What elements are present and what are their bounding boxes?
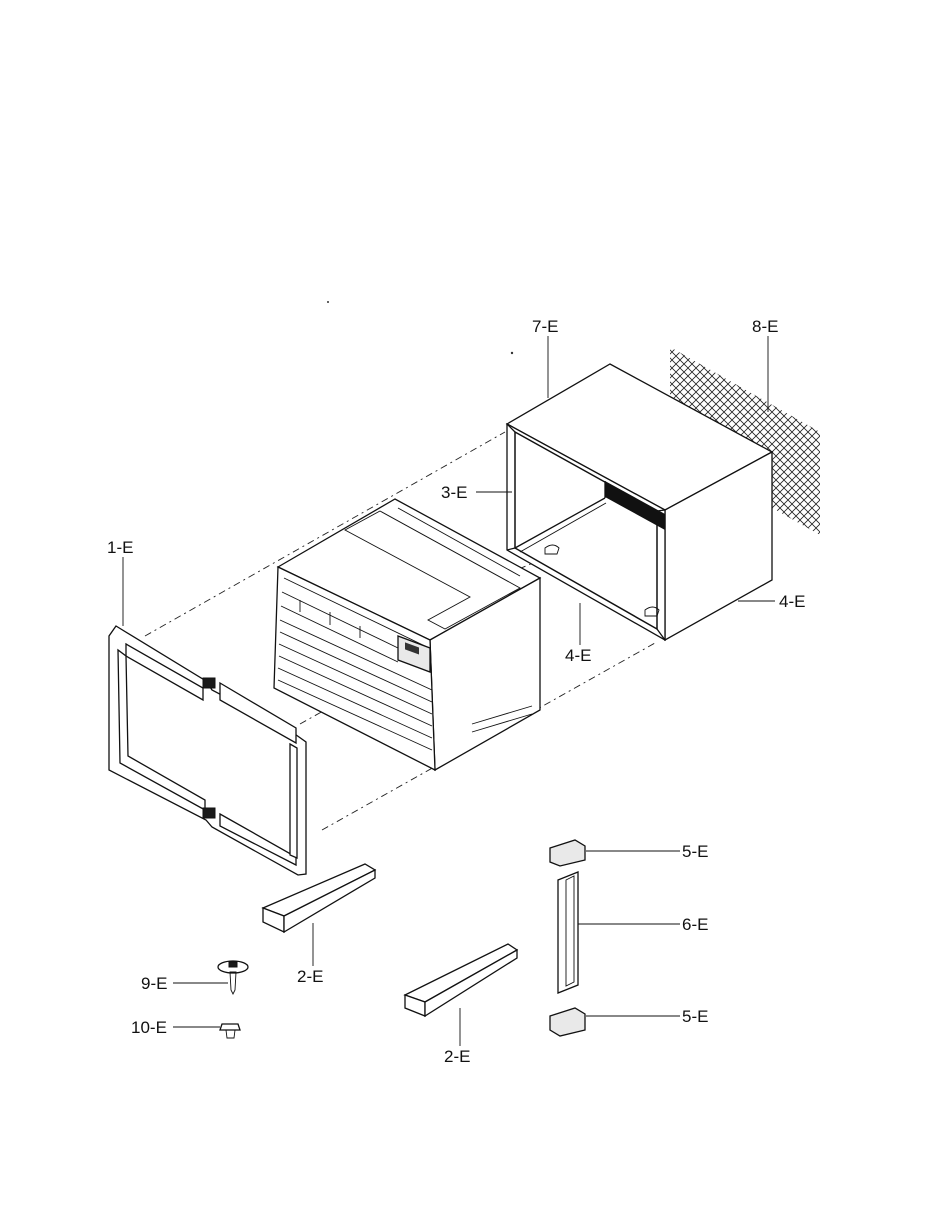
label-cabinet: 7-E [532,317,558,336]
clip-icon [219,1023,241,1039]
ac-unit [273,498,542,772]
side-guide-right [403,943,519,1018]
label-gasket-side: 4-E [779,592,805,611]
label-side-guide-left: 2-E [297,967,323,986]
screw-icon [217,960,249,996]
front-frame [108,625,307,876]
leader-lines [122,336,775,1046]
label-frame: 1-E [107,538,133,557]
label-side-guide-right: 2-E [444,1047,470,1066]
side-guide-left [261,863,377,934]
outer-cabinet [505,363,774,642]
label-seal-top: 5-E [682,842,708,861]
label-gasket: 3-E [441,483,467,502]
label-screw: 9-E [141,974,167,993]
label-gasket-bottom: 4-E [565,646,591,665]
label-mesh: 8-E [752,317,778,336]
label-clip: 10-E [131,1018,167,1037]
label-seal-strip: 6-E [682,915,708,934]
label-seal-bottom: 5-E [682,1007,708,1026]
seal-pieces [549,839,586,1037]
